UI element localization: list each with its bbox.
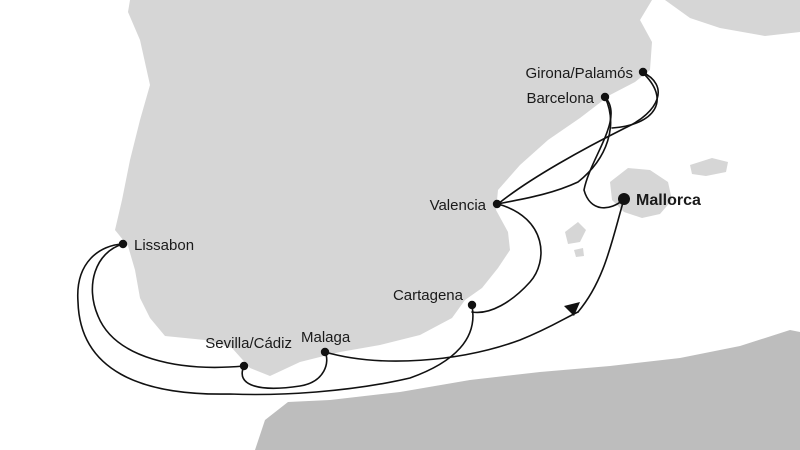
mallorca-island	[610, 168, 672, 218]
port-label-lissabon: Lissabon	[134, 237, 194, 254]
north-africa-land	[255, 330, 800, 450]
port-label-barcelona: Barcelona	[526, 90, 594, 107]
port-dot-barcelona	[600, 92, 610, 102]
port-label-mallorca: Mallorca	[636, 192, 701, 209]
port-labels: Girona/Palamós Barcelona Mallorca Valenc…	[134, 65, 701, 352]
port-dot-valencia	[492, 199, 502, 209]
port-label-sevilla: Sevilla/Cádiz	[205, 335, 292, 352]
port-label-cartagena: Cartagena	[393, 287, 464, 304]
port-label-malaga: Malaga	[301, 329, 351, 346]
route-arrowhead	[564, 302, 580, 316]
port-dot-lissabon	[118, 239, 128, 249]
port-dot-sevilla	[239, 361, 249, 371]
port-dot-girona	[638, 67, 648, 77]
route-lines	[77, 71, 659, 396]
port-markers	[118, 67, 648, 371]
ibiza-island	[565, 222, 586, 244]
menorca-island	[690, 158, 728, 176]
port-dot-cartagena	[467, 300, 477, 310]
port-dot-malaga	[320, 347, 330, 357]
iberian-peninsula-land	[115, 0, 652, 376]
formentera-island	[574, 248, 584, 257]
port-label-girona: Girona/Palamós	[525, 65, 633, 82]
france-land	[665, 0, 800, 36]
port-label-valencia: Valencia	[430, 197, 487, 214]
port-dot-mallorca	[618, 193, 630, 205]
